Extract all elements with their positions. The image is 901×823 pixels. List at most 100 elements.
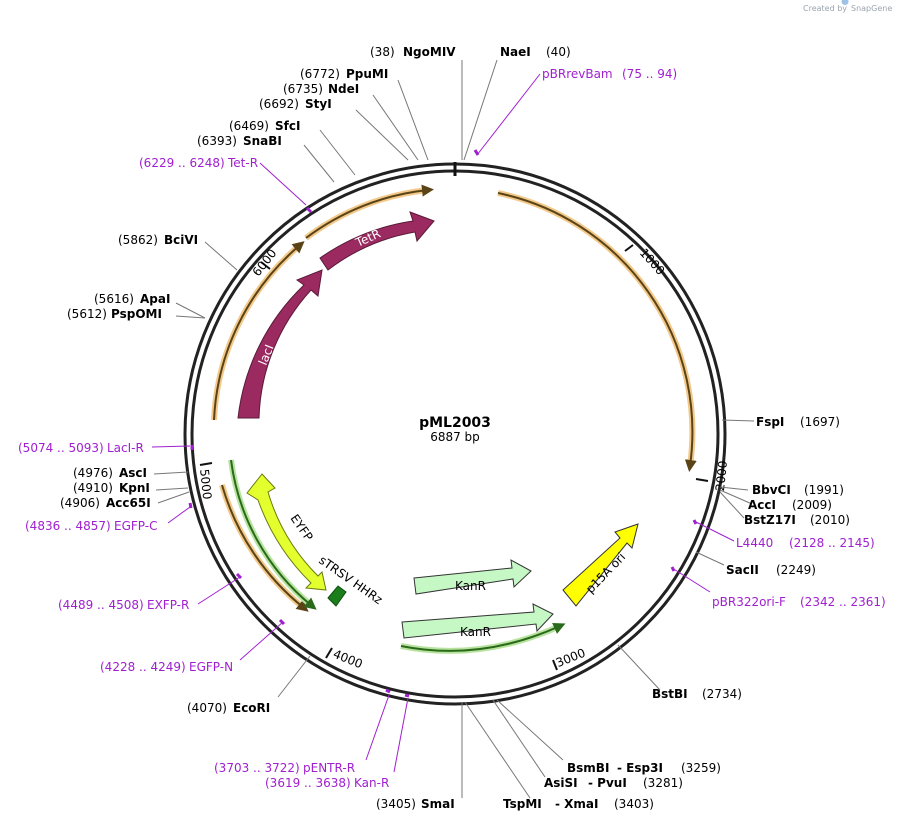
site-pos-smai: (3405) [376,797,416,811]
site-leader-lines [153,59,755,799]
site-name-asci[interactable]: AscI [119,466,147,480]
site-name-bstbi[interactable]: BstBI [652,687,688,701]
kanr-feature-arrow-2[interactable] [401,603,554,639]
site-name-acc65i[interactable]: Acc65I [106,496,151,510]
p15a-ori-feature-arrow[interactable] [562,523,639,607]
site-name-asisi[interactable]: AsiSI [544,776,578,790]
site-pos-tspmi: (3403) [614,797,654,811]
primer-range-tet-r: (6229 .. 6248) [139,156,225,170]
primer-range-kan-r: (3619 .. 3638) [265,776,351,790]
site-pos-snabi: (6393) [197,134,237,148]
primer-name-pentr-r[interactable]: pENTR-R [303,761,355,775]
orf-arc-lower-left [221,484,309,612]
site-name-kpni[interactable]: KpnI [119,481,150,495]
site-name-acci[interactable]: AccI [748,498,776,512]
plasmid-size: 6887 bp [430,430,480,444]
site-name-bbvci[interactable]: BbvCI [752,483,791,497]
site-pos-fspi: (1697) [800,415,840,429]
primer-range-pbr322ori-f: (2342 .. 2361) [800,595,886,609]
site-pos-bbvci: (1991) [804,483,844,497]
primer-marks [188,149,698,698]
site-name-apai[interactable]: ApaI [140,292,170,306]
site-pos-ppumi: (6772) [300,67,340,81]
primer-name-egfp-c[interactable]: EGFP-C [114,519,157,533]
site-name-ndei[interactable]: NdeI [328,82,359,96]
strsv-hhrz-feature-arrow[interactable] [327,585,347,607]
primer-name-kan-r[interactable]: Kan-R [354,776,389,790]
site-pos-sfci: (6469) [229,119,269,133]
site-pos-ndei: (6735) [283,82,323,96]
site-name-esp3i[interactable]: - Esp3I [617,761,663,775]
site-name-sfci[interactable]: SfcI [275,119,300,133]
site-labels: (38) NgoMIV NaeI (40) (6772) PpuMI (6735… [60,45,850,811]
site-name-ppumi[interactable]: PpuMI [346,67,388,81]
tick-label-2000: 2000 [713,460,730,492]
site-pos-ngomiv: (38) [370,45,395,59]
site-pos-naei: (40) [546,45,571,59]
site-pos-styi: (6692) [259,97,299,111]
laci-feature-arrow[interactable] [237,269,323,419]
primer-range-pbrrevbam: (75 .. 94) [622,67,677,81]
site-name-sacii[interactable]: SacII [726,563,759,577]
green-orf-arc-bottom [400,622,566,652]
site-name-ngomiv[interactable]: NgoMIV [403,45,456,59]
site-pos-bcivi: (5862) [118,233,158,247]
site-pos-bstbi: (2734) [702,687,742,701]
site-name-styi[interactable]: StyI [305,97,332,111]
green-orf-arc-left [230,459,317,610]
site-name-ecori[interactable]: EcoRI [233,701,270,715]
primer-name-l4440[interactable]: L4440 [736,536,773,550]
orf-arc-top [305,184,434,239]
site-name-snabi[interactable]: SnaBI [243,134,282,148]
primer-range-laci-r: (5074 .. 5093) [18,441,104,455]
site-pos-acci: (2009) [792,498,832,512]
site-name-naei[interactable]: NaeI [500,45,531,59]
primer-range-pentr-r: (3703 .. 3722) [214,761,300,775]
strsv-hhrz-feature-label: sTRSV HHRz [316,553,385,607]
tick-marks [199,244,709,671]
orf-arc-right-halo [497,190,696,467]
site-pos-bstz17i: (2010) [810,513,850,527]
primer-leader-lines [151,73,735,773]
primer-name-exfp-r[interactable]: EXFP-R [147,598,189,612]
site-pos-asisi: (3281) [643,776,683,790]
site-name-fspi[interactable]: FspI [756,415,784,429]
tetr-feature-arrow[interactable] [319,211,435,271]
kanr-feature-label-1: KanR [455,579,486,593]
site-pos-psp-omi: (5612) [67,307,107,321]
primer-name-egfp-n[interactable]: EGFP-N [189,660,233,674]
eyfp-feature-label: EYFP [288,512,316,544]
kanr-feature-label-2: KanR [460,625,491,639]
site-pos-apai: (5616) [94,292,134,306]
primer-name-laci-r[interactable]: LacI-R [107,441,144,455]
site-pos-asci: (4976) [73,466,113,480]
tick-label-3000: 3000 [554,646,588,670]
site-name-xmai[interactable]: - XmaI [555,797,598,811]
snapgene-logo-icon [841,0,849,5]
tick-label-5000: 5000 [197,468,214,500]
credit-brand[interactable]: SnapGene [851,4,892,13]
site-pos-bsmbi: (3259) [681,761,721,775]
primer-name-pbrrevbam[interactable]: pBRrevBam [542,67,613,81]
site-name-smai[interactable]: SmaI [421,797,455,811]
site-name-bsmbi[interactable]: BsmBI [567,761,609,775]
site-pos-ecori: (4070) [187,701,227,715]
primer-range-exfp-r: (4489 .. 4508) [58,598,144,612]
plasmid-name: pML2003 [419,415,491,431]
primer-name-pbr322ori-f[interactable]: pBR322ori-F [712,595,786,609]
primer-name-tet-r[interactable]: Tet-R [227,156,258,170]
primer-range-l4440: (2128 .. 2145) [789,536,875,550]
orf-arc-left [213,241,305,421]
kanr-feature-arrow-1[interactable] [413,559,532,595]
credit-prefix: Created by [803,4,847,13]
eyfp-feature-arrow[interactable] [246,473,327,591]
primer-range-egfp-c: (4836 .. 4857) [25,519,111,533]
site-name-bstz17i[interactable]: BstZ17I [744,513,796,527]
site-name-pvui[interactable]: - PvuI [588,776,627,790]
site-pos-acc65i: (4906) [60,496,100,510]
site-name-psp-omi[interactable]: PspOMI [111,307,162,321]
site-name-tspmi[interactable]: TspMI [503,797,542,811]
site-pos-kpni: (4910) [73,481,113,495]
site-name-bcivi[interactable]: BciVI [164,233,198,247]
